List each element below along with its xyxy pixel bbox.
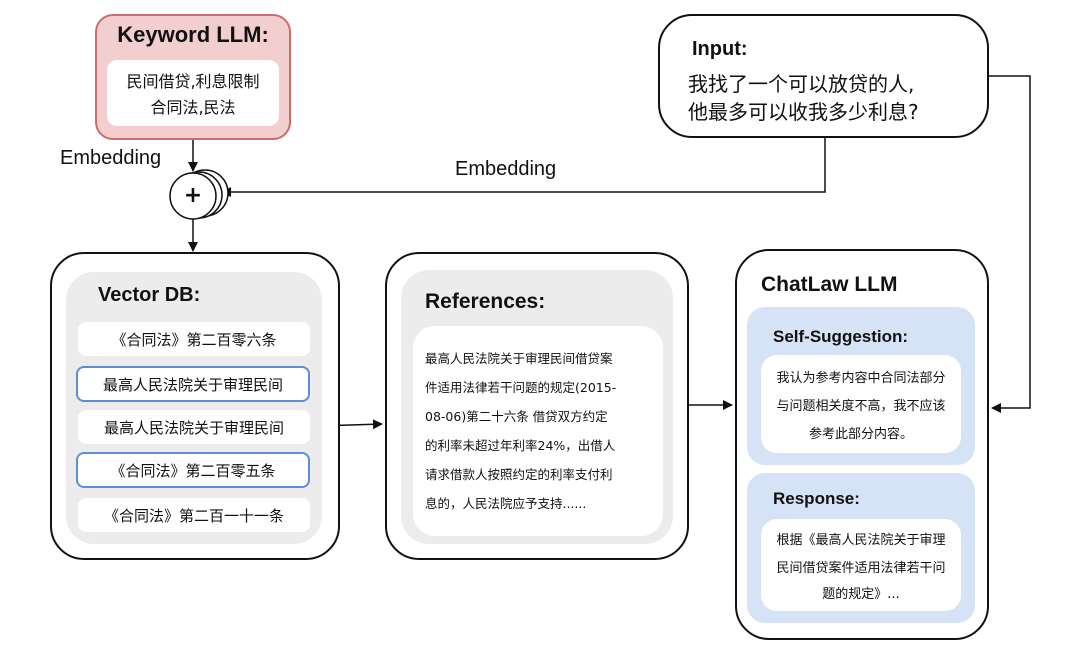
references-line: 请求借款人按照约定的利率支付利 <box>425 467 613 482</box>
response-line: 根据《最高人民法院关于审理 <box>776 533 946 548</box>
keyword-line-1: 民间借贷,利息限制 <box>126 72 260 91</box>
vectordb-box: Vector DB: 《合同法》第二百零六条 最高人民法院关于审理民间 最高人民… <box>50 252 340 560</box>
vectordb-item: 最高人民法院关于审理民间 <box>78 410 310 444</box>
input-title: Input: <box>692 38 748 60</box>
keyword-line-2: 合同法,民法 <box>150 98 236 117</box>
arrow-input-to-chatlaw <box>989 75 1031 413</box>
embedding-label-mid: Embedding <box>455 158 557 180</box>
self-suggestion-line: 我认为参考内容中合同法部分 <box>776 371 946 386</box>
vectordb-item: 《合同法》第二百零六条 <box>78 322 310 356</box>
vectordb-item-highlighted: 最高人民法院关于审理民间 <box>76 366 310 402</box>
self-suggestion-line: 参考此部分内容。 <box>808 427 913 442</box>
response-panel: Response: 根据《最高人民法院关于审理 民间借贷案件适用法律若干问 题的… <box>747 473 975 623</box>
references-line: 08-06)第二十六条 借贷双方约定 <box>425 409 608 424</box>
references-box: References: 最高人民法院关于审理民间借贷案 件适用法律若干问题的规定… <box>385 252 689 560</box>
keyword-llm-title: Keyword LLM: <box>117 22 269 47</box>
references-card: 最高人民法院关于审理民间借贷案 件适用法律若干问题的规定(2015- 08-06… <box>413 326 663 536</box>
plus-sign: + <box>183 183 203 208</box>
response-line: 民间借贷案件适用法律若干问 <box>776 561 946 576</box>
self-suggestion-title: Self-Suggestion: <box>773 327 909 346</box>
references-line: 最高人民法院关于审理民间借贷案 <box>425 351 613 366</box>
references-line: 件适用法律若干问题的规定(2015- <box>425 380 617 395</box>
input-box: Input: 我找了一个可以放贷的人, 他最多可以收我多少利息? <box>658 14 989 138</box>
input-line-1: 我找了一个可以放贷的人, <box>688 72 915 96</box>
vectordb-item: 《合同法》第二百一十一条 <box>78 498 310 532</box>
references-panel: References: 最高人民法院关于审理民间借贷案 件适用法律若干问题的规定… <box>401 270 673 544</box>
self-suggestion-line: 与问题相关度不高，我不应该 <box>776 399 946 414</box>
embedding-label-left: Embedding <box>60 147 162 169</box>
response-title: Response: <box>773 489 860 508</box>
keyword-llm-card: 民间借贷,利息限制 合同法,民法 <box>107 60 279 126</box>
vectordb-item-highlighted: 《合同法》第二百零五条 <box>76 452 310 488</box>
self-suggestion-panel: Self-Suggestion: 我认为参考内容中合同法部分 与问题相关度不高，… <box>747 307 975 465</box>
self-suggestion-card: 我认为参考内容中合同法部分 与问题相关度不高，我不应该 参考此部分内容。 <box>761 355 961 453</box>
references-line: 息的，人民法院应予支持...... <box>425 496 587 511</box>
chatlaw-box: ChatLaw LLM Self-Suggestion: 我认为参考内容中合同法… <box>735 249 989 640</box>
arrow-input-to-plus <box>221 138 826 197</box>
keyword-llm-box: Keyword LLM: 民间借贷,利息限制 合同法,民法 <box>95 14 291 140</box>
chatlaw-title: ChatLaw LLM <box>761 273 898 296</box>
plus-node <box>169 172 217 220</box>
references-line: 的利率未超过年利率24%，出借人 <box>425 438 616 453</box>
response-line: 题的规定》... <box>822 587 900 602</box>
references-title: References: <box>425 290 546 313</box>
vectordb-title: Vector DB: <box>98 284 201 306</box>
response-card: 根据《最高人民法院关于审理 民间借贷案件适用法律若干问 题的规定》... <box>761 519 961 611</box>
input-line-2: 他最多可以收我多少利息? <box>688 100 919 124</box>
